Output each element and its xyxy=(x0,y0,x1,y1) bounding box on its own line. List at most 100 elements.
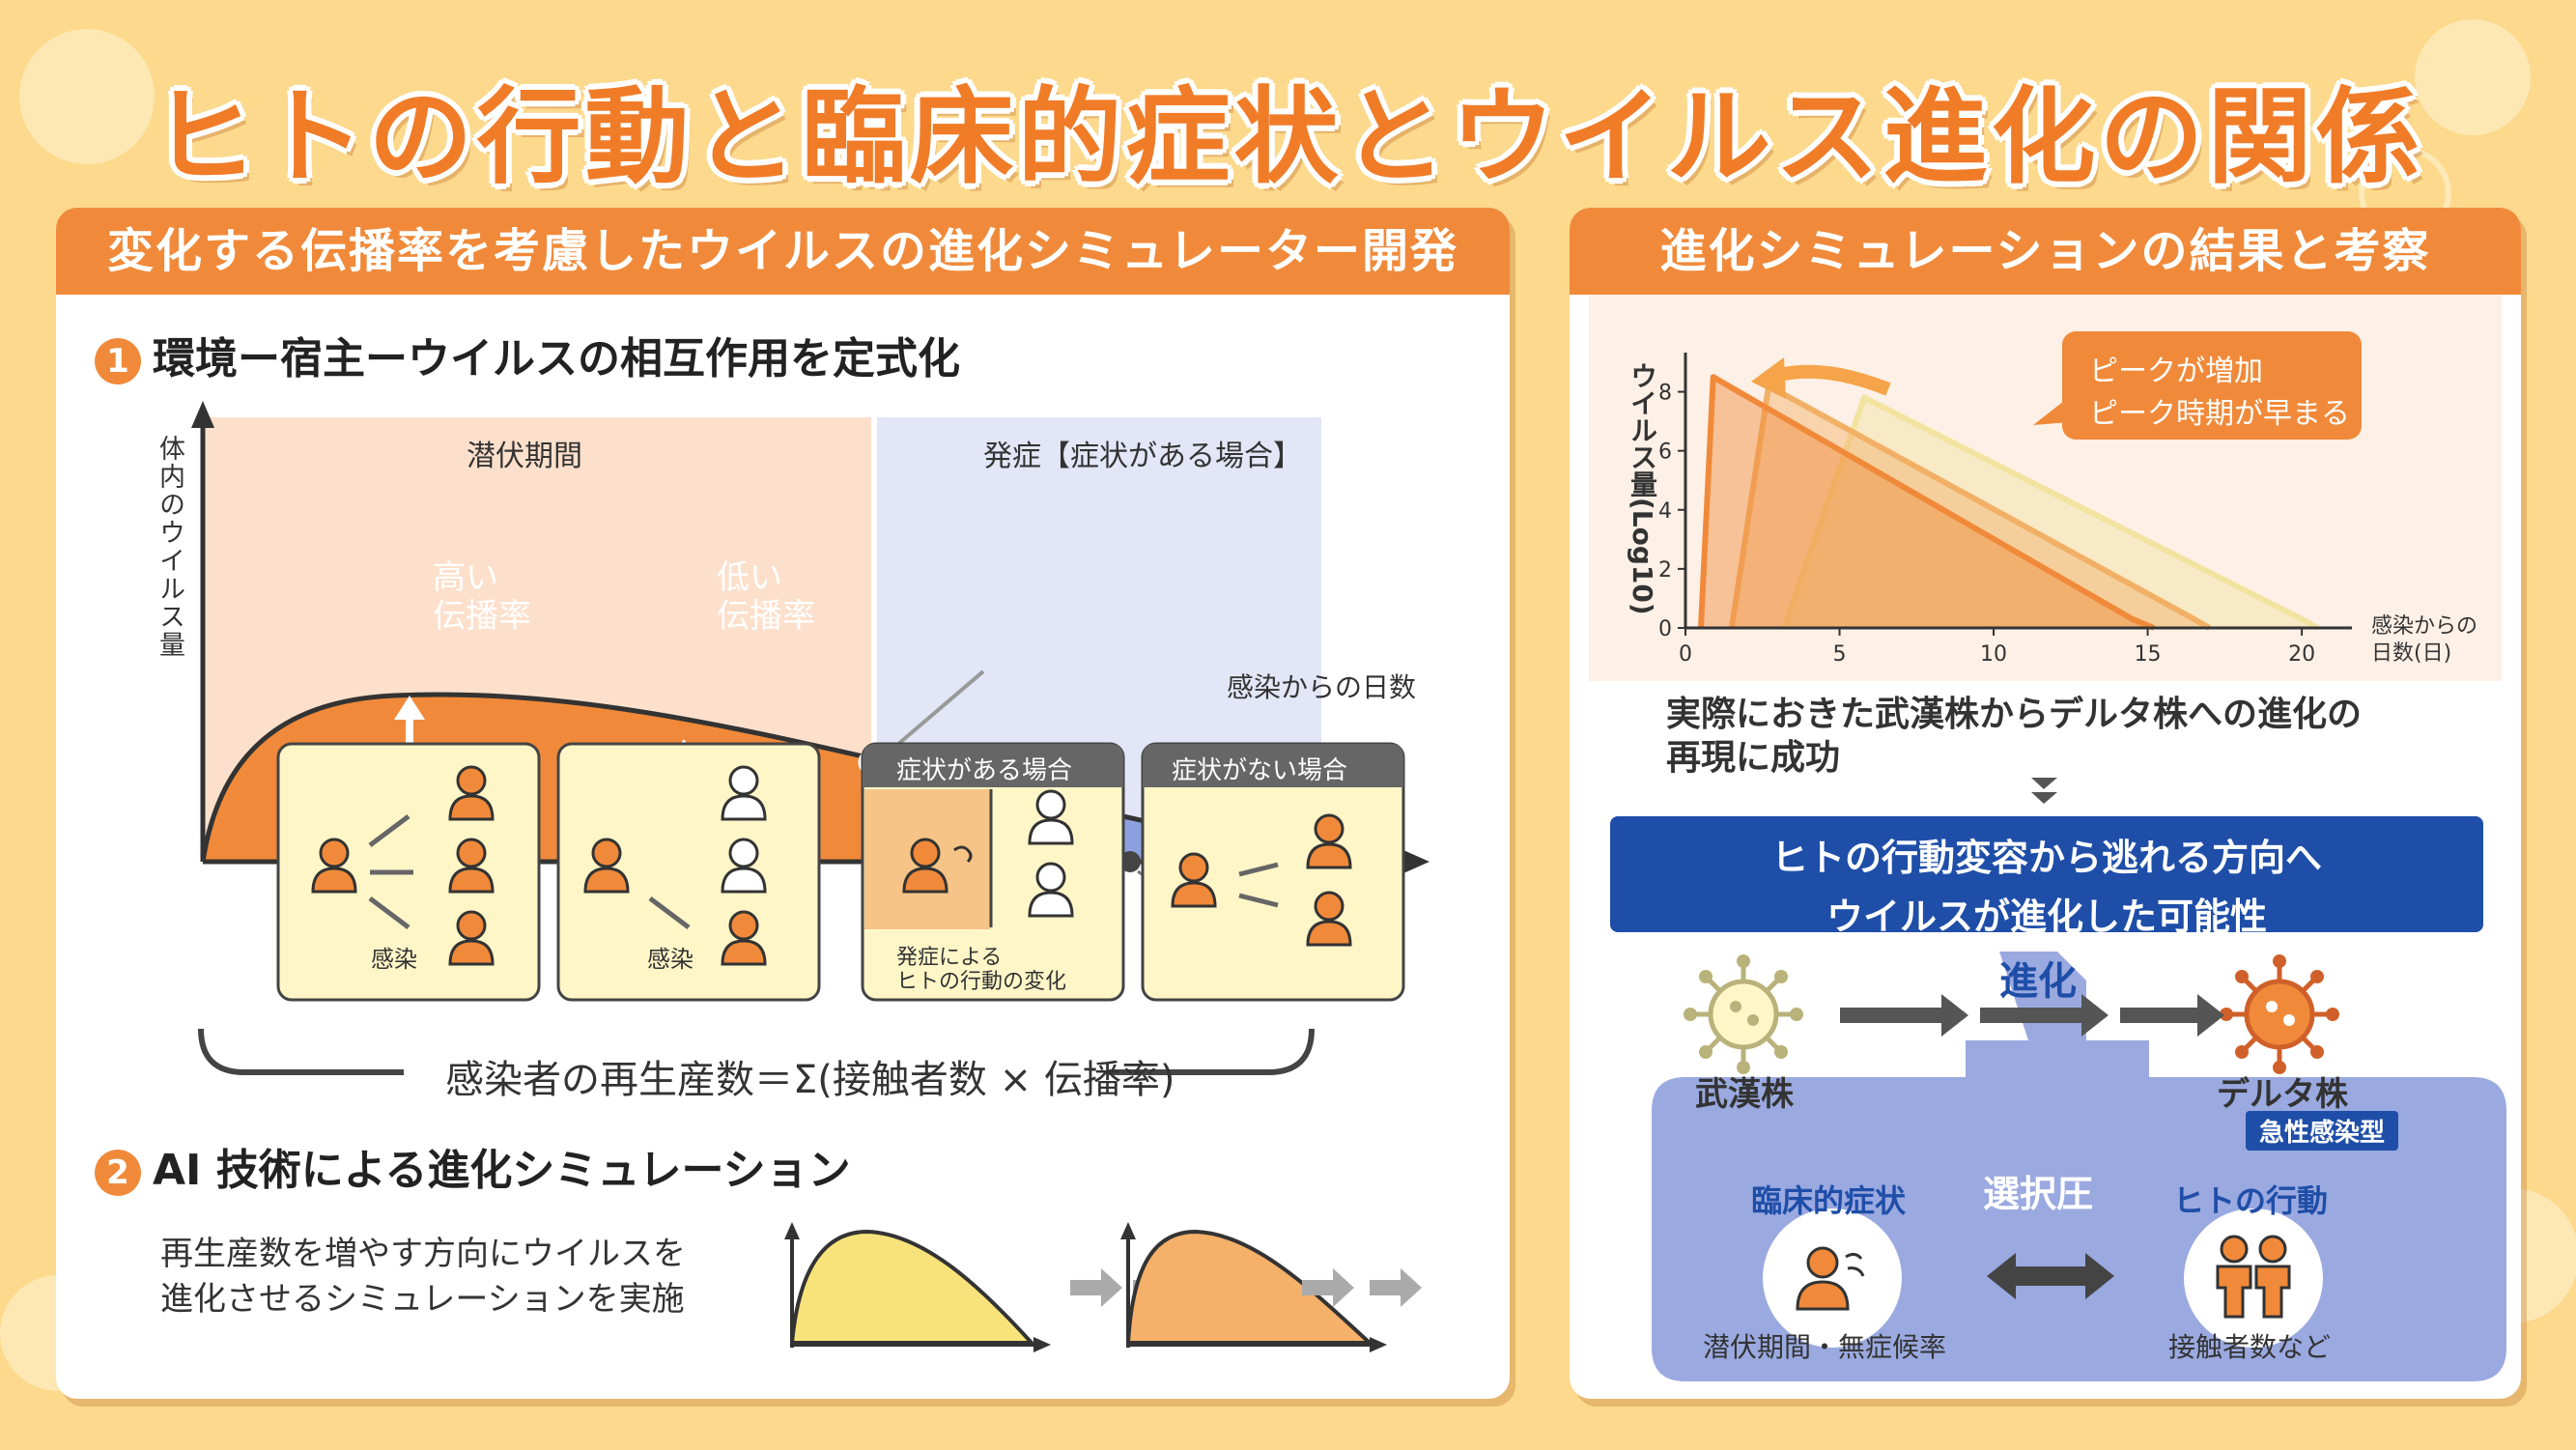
high-rate-label-1: 高い xyxy=(433,558,498,597)
x-tick-label-15: 15 xyxy=(2135,642,2162,667)
step2-desc-2: 進化させるシミュレーションを実施 xyxy=(160,1280,685,1319)
box4-header: 症状がない場合 xyxy=(1172,756,1348,785)
mini-curve-1 xyxy=(789,1229,1036,1345)
series-line-1 xyxy=(1697,374,2156,631)
arrow-4b xyxy=(1238,893,1279,908)
arrow-1a xyxy=(368,814,410,847)
y-tick-label-0: 0 xyxy=(1658,617,1672,641)
box1-infection-label: 感染 xyxy=(371,946,417,973)
mini-arrow-2a xyxy=(1302,1268,1354,1307)
arrow-4a xyxy=(1238,862,1279,877)
step1-title-text: 環境ー宿主ーウイルスの相互作用を定式化 xyxy=(153,334,960,384)
chart-x-label: 感染からの日数(日) xyxy=(2371,614,2478,666)
behavior-circle xyxy=(2184,1208,2323,1348)
series-area-3 xyxy=(1784,397,2318,628)
evo-arrow-2 xyxy=(1980,994,2109,1037)
left-panel-header: 変化する伝播率を考慮したウイルスの進化シミュレーター開発 xyxy=(56,208,1510,295)
box3-header-bg xyxy=(863,744,1123,787)
evolution-diagram xyxy=(1652,952,2506,1381)
box2-infection-label: 感染 xyxy=(647,946,694,973)
conclusion-line1: ヒトの行動変容から逃れる方向へ xyxy=(1770,837,2322,879)
mini-y-arrow-2 xyxy=(1120,1222,1136,1239)
mini-x-arrow-2 xyxy=(1370,1337,1387,1352)
formula: 感染者の再生産数＝Σ(接触者数 × 伝播率) xyxy=(445,1058,1175,1102)
low-rate-label-1: 低い xyxy=(717,558,782,597)
chart-y-label: ウイルス量(Log10) xyxy=(1627,362,1658,615)
wuhan-label: 武漢株 xyxy=(1695,1075,1794,1114)
shift-arrow-head xyxy=(1751,357,1786,399)
clinical-sub: 潜伏期間・無症候率 xyxy=(1703,1331,1947,1363)
step2-desc-1: 再生産数を増やす方向にウイルスを xyxy=(160,1235,686,1273)
evo-arrow-3 xyxy=(2120,994,2224,1037)
onset-label: 発症【症状がある場合】 xyxy=(983,440,1302,473)
evolution-mini-charts xyxy=(784,1222,1422,1352)
x-axis-arrow xyxy=(1403,850,1430,873)
series-line-2 xyxy=(1728,383,2211,631)
high-rate-label-2: 伝播率 xyxy=(433,597,531,636)
x-tick-label-20: 20 xyxy=(2288,642,2315,667)
sick-person-icon xyxy=(1796,1246,1865,1311)
evo-arrow-1 xyxy=(1840,994,1968,1037)
high-rate-arrow-top xyxy=(394,696,425,720)
peak-callout: ピークが増加 ピーク時期が早まる xyxy=(2062,331,2362,440)
y-axis-label: 体内のウイルス量 xyxy=(155,435,184,659)
x-axis-label: 感染からの日数 xyxy=(1227,671,1417,703)
scenario-boxes xyxy=(198,742,1405,1075)
mini-arrow-2b xyxy=(1370,1268,1422,1307)
series-area-2 xyxy=(1731,385,2210,628)
box3-header: 症状がある場合 xyxy=(896,756,1073,785)
mini-x-arrow-1 xyxy=(1033,1337,1051,1352)
x-tick-label-10: 10 xyxy=(1980,642,2007,667)
box4-header-bg xyxy=(1143,744,1403,787)
y-axis-arrow xyxy=(191,401,214,428)
step1-number: 1 xyxy=(95,338,141,384)
box3-caption-2: ヒトの行動の変化 xyxy=(896,970,1067,994)
mini-arrow-1a xyxy=(1070,1268,1122,1307)
people-icon xyxy=(2216,1235,2291,1319)
evolution-label: 進化 xyxy=(1999,959,2077,1004)
chevron-2 xyxy=(2031,792,2057,804)
chevron-1 xyxy=(2031,778,2057,789)
conclusion-box: ヒトの行動変容から逃れる方向へ ウイルスが進化した可能性 xyxy=(1610,816,2483,938)
left-panel: 変化する伝播率を考慮したウイルスの進化シミュレーター開発 1 環境ー宿主ーウイルス… xyxy=(56,208,1510,1399)
delta-tag: 急性感染型 xyxy=(2246,1111,2399,1151)
right-panel-header: 進化シミュレーションの結果と考察 xyxy=(1570,208,2521,295)
result-line1: 実際におきた武漢株からデルタ株への進化の xyxy=(1666,695,2363,734)
delta-label: デルタ株 xyxy=(2217,1075,2348,1114)
box3-caption-1: 発症による xyxy=(896,946,1003,970)
behavior-label: ヒトの行動 xyxy=(2173,1182,2329,1219)
selection-pressure-label: 選択圧 xyxy=(1983,1173,2094,1215)
incubation-label: 潜伏期間 xyxy=(467,440,582,473)
step2-title: 2 AI 技術による進化シミュレーション xyxy=(95,1135,851,1197)
x-tick-label-0: 0 xyxy=(1679,642,1692,667)
callout-tail xyxy=(2033,401,2070,425)
formula-bracket xyxy=(198,1028,1315,1075)
delta-virus-icon xyxy=(2220,954,2339,1074)
y-tick-label-2: 2 xyxy=(1658,558,1672,583)
step2-title-text: AI 技術による進化シミュレーション xyxy=(153,1146,851,1195)
x-tick-label-5: 5 xyxy=(1833,642,1847,667)
step2-number: 2 xyxy=(95,1150,141,1196)
right-panel: 進化シミュレーションの結果と考察 0 5 10 15 20 0 2 4 6 8 ウイルス量(Log… xyxy=(1570,208,2521,1399)
low-rate-label-2: 伝播率 xyxy=(717,597,815,636)
cough-icon xyxy=(953,845,973,864)
down-chevrons xyxy=(2031,778,2057,804)
wuhan-virus-icon xyxy=(1684,954,1803,1074)
callout-line1: ピークが増加 xyxy=(2089,355,2263,388)
arrow-1c xyxy=(368,896,410,929)
result-line2: 再現に成功 xyxy=(1666,738,1841,778)
y-tick-label-4: 4 xyxy=(1658,499,1672,524)
main-title: ヒトの行動と臨床的症状とウイルス進化の関係 xyxy=(152,77,2424,198)
y-tick-label-8: 8 xyxy=(1658,382,1672,406)
clinical-label: 臨床的症状 xyxy=(1751,1182,1907,1219)
y-tick-label-6: 6 xyxy=(1658,441,1672,465)
series-line-3 xyxy=(1781,394,2319,631)
behavior-sub: 接触者数など xyxy=(2168,1331,2332,1363)
callout-line2: ピーク時期が早まる xyxy=(2089,397,2350,431)
mini-curve-2 xyxy=(1125,1229,1375,1345)
step1-title: 1 環境ー宿主ーウイルスの相互作用を定式化 xyxy=(95,324,960,385)
mini-y-arrow-1 xyxy=(784,1222,800,1239)
arrow-2 xyxy=(648,896,691,929)
clinical-circle xyxy=(1763,1208,1902,1348)
double-arrow xyxy=(1987,1253,2114,1299)
